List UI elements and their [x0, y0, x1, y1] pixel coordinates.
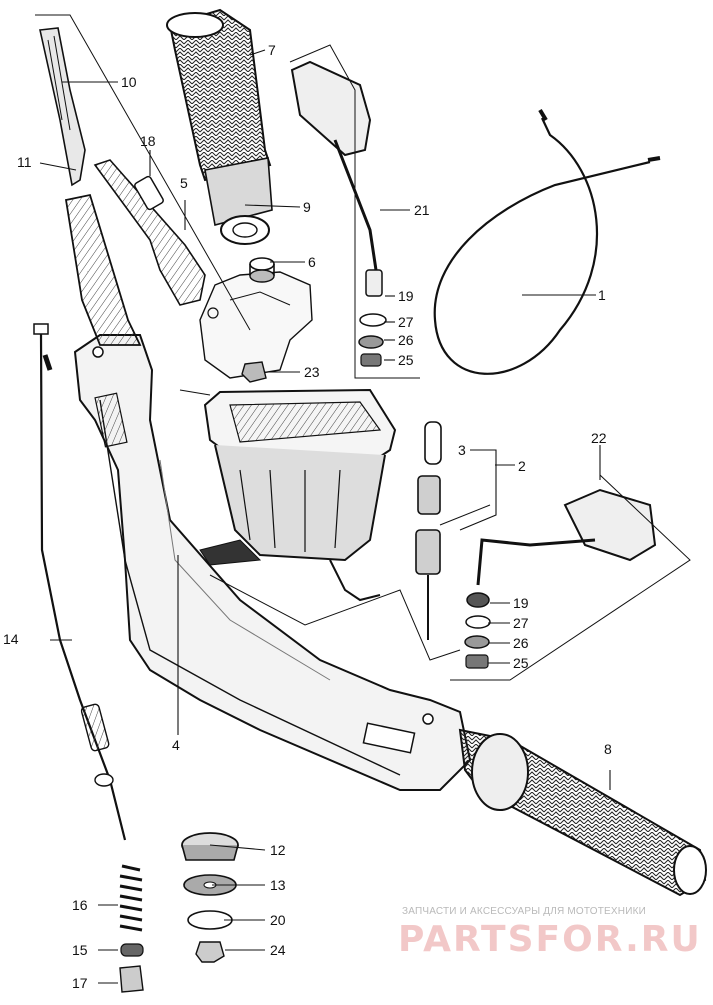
throttle-cable: [433, 108, 661, 375]
callout-9: 9: [303, 199, 311, 215]
callout-7: 7: [268, 42, 276, 58]
right-grip: [458, 728, 707, 897]
watermark-logo: PARTSFOR.RU: [398, 919, 702, 960]
callout-19-left: 19: [398, 288, 414, 304]
callout-27-left: 27: [398, 314, 414, 330]
callout-23: 23: [304, 364, 320, 380]
callout-5: 5: [180, 175, 188, 191]
mount-washers: [181, 832, 239, 963]
callout-24: 24: [270, 942, 286, 958]
throttle-collar: [249, 257, 275, 283]
nut-23: [241, 361, 267, 383]
callout-25-right: 25: [513, 655, 529, 671]
adjuster-spring: [119, 864, 144, 993]
left-bar-tube: [64, 193, 142, 346]
callout-11: 11: [17, 154, 32, 170]
left-lever-cable: [39, 27, 86, 187]
clutch-cable: [33, 323, 127, 841]
callout-27-right: 27: [513, 615, 529, 631]
callout-labels: 1 2 3 4 5 6 7 8 9 10 11 12 13 14 15 16 1…: [3, 42, 612, 991]
assembly-outlines: [35, 14, 691, 681]
left-grip: [166, 8, 273, 245]
callout-2: 2: [518, 458, 526, 474]
brake-lever: [93, 159, 206, 306]
callout-1: 1: [598, 287, 606, 303]
callout-25-left: 25: [398, 352, 414, 368]
bulb-socket: [415, 421, 442, 640]
callout-26-left: 26: [398, 332, 414, 348]
left-mirror: [290, 60, 387, 367]
watermark-tagline: ЗАПЧАСТИ И АКСЕССУАРЫ ДЛЯ МОТОТЕХНИКИ: [402, 906, 647, 917]
callout-21: 21: [414, 202, 430, 218]
callout-12: 12: [270, 842, 286, 858]
callout-26-right: 26: [513, 635, 529, 651]
speedometer-unit: [199, 388, 397, 602]
callout-4: 4: [172, 737, 180, 753]
callout-14: 14: [3, 631, 19, 647]
callout-3: 3: [458, 442, 466, 458]
callout-6: 6: [308, 254, 316, 270]
callout-18: 18: [140, 133, 156, 149]
callout-20: 20: [270, 912, 286, 928]
callout-16: 16: [72, 897, 88, 913]
callout-22: 22: [591, 430, 607, 446]
callout-13: 13: [270, 877, 286, 893]
callout-8: 8: [604, 741, 612, 757]
callout-19-right: 19: [513, 595, 529, 611]
callout-15: 15: [72, 942, 88, 958]
right-mirror: [464, 488, 657, 669]
callout-10: 10: [121, 74, 137, 90]
callout-17: 17: [72, 975, 88, 991]
